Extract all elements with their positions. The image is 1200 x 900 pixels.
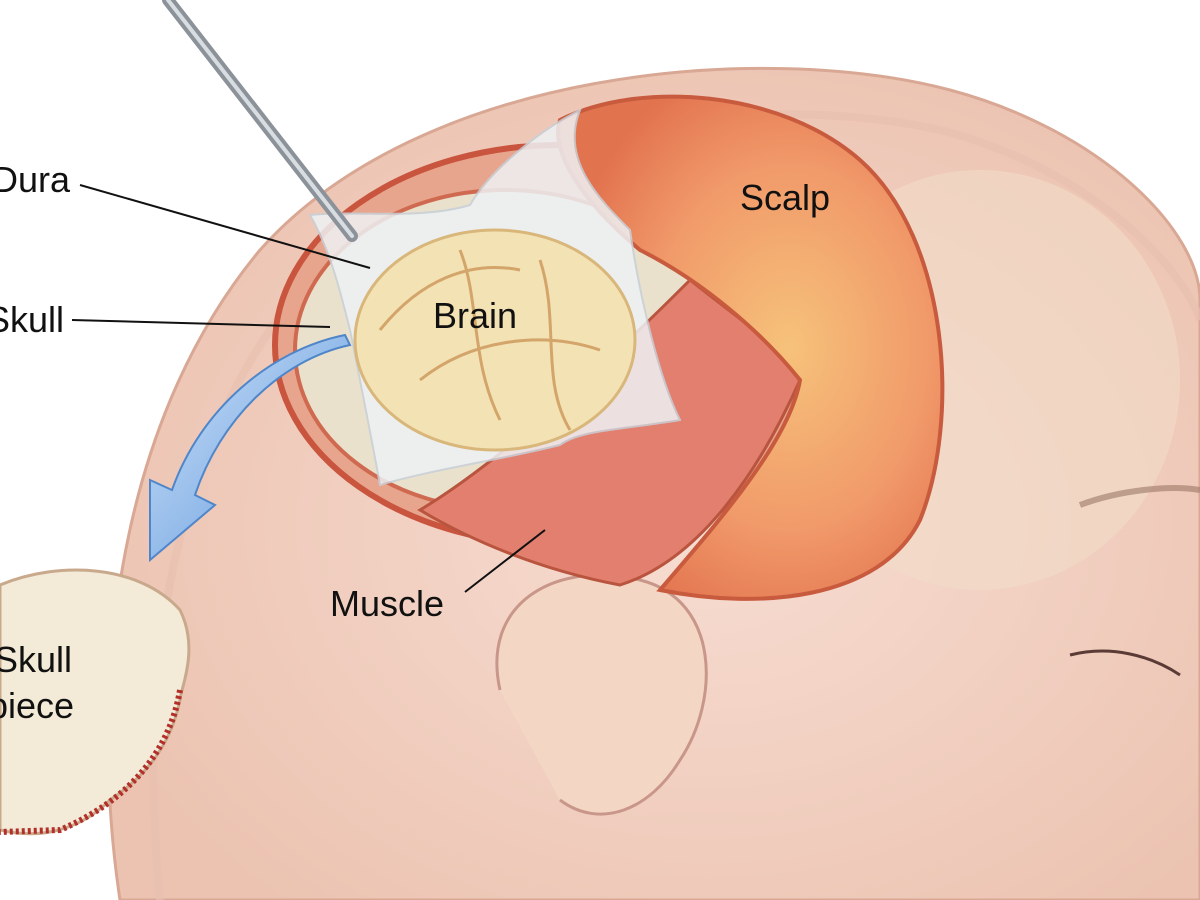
- label-skull: Skull: [0, 299, 64, 340]
- label-scalp: Scalp: [740, 177, 830, 218]
- label-brain: Brain: [433, 295, 517, 336]
- label-muscle: Muscle: [330, 583, 444, 624]
- eye: [1069, 649, 1181, 677]
- eyebrow: [1078, 485, 1200, 508]
- label-skull-piece-line1: Skull: [0, 639, 72, 680]
- instrument-highlight: [166, 0, 354, 238]
- muscle-leader: [464, 529, 546, 593]
- scalp-flap: [556, 94, 945, 601]
- label-dura: Dura: [0, 159, 71, 200]
- ear: [495, 573, 708, 816]
- skull-piece: [0, 568, 191, 836]
- skull-piece-edge: [0, 689, 183, 835]
- skull-leader: [71, 319, 331, 328]
- brain-gyri: [378, 249, 601, 431]
- brain: [353, 228, 637, 452]
- removal-arrow: [149, 333, 352, 563]
- dura-leader: [79, 184, 371, 269]
- label-skull-piece-line2: piece: [0, 685, 74, 726]
